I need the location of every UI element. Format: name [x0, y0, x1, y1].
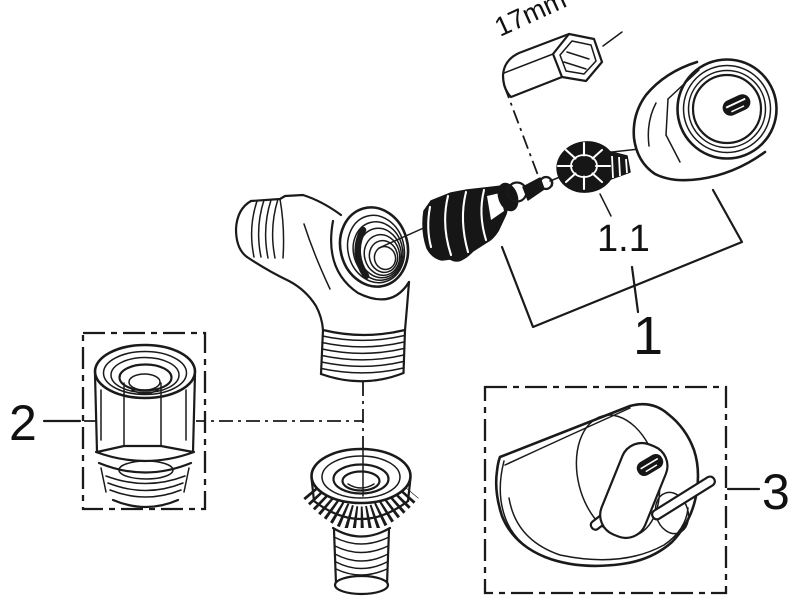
grohe-logo-lever	[636, 453, 664, 477]
valve-body	[234, 193, 438, 383]
label-1-1: 1.1	[597, 218, 650, 260]
detail-box-3	[483, 385, 728, 595]
label-3: 3	[762, 464, 790, 520]
label-1: 1	[633, 306, 663, 366]
callout-group-1: 1.1 1	[500, 188, 744, 366]
label-2: 2	[9, 395, 37, 451]
spline-adapter	[549, 141, 641, 193]
retaining-pin	[651, 475, 716, 521]
grohe-logo-cap	[722, 94, 751, 116]
cap	[632, 58, 778, 182]
handle-detail: 3	[483, 385, 790, 595]
check-valve-detail	[42, 331, 207, 511]
detail-box-2	[81, 331, 207, 511]
hose-connector	[303, 447, 419, 596]
cartridge	[422, 175, 554, 262]
